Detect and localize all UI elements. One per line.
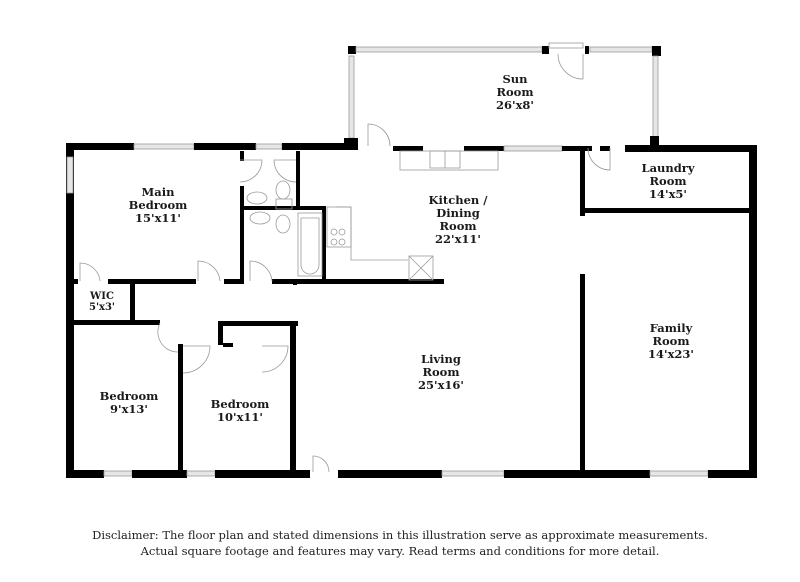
- sink-icon: [246, 191, 271, 225]
- door-swing-icon: [261, 345, 289, 373]
- room-name: Bedroom: [99, 389, 159, 403]
- room-label-wic: WIC 5'x3': [89, 291, 115, 313]
- room-label-family-room: Family Room 14'x23': [648, 322, 694, 361]
- room-dimensions: 10'x11': [217, 410, 263, 424]
- exterior-walls: [66, 136, 757, 478]
- room-label-laundry-room: Laundry Room 14'x5': [641, 162, 694, 201]
- door-swing-icon: [157, 322, 179, 353]
- room-dimensions: 25'x16': [418, 378, 464, 392]
- room-name: Room: [649, 174, 687, 188]
- toilet-icon: [275, 180, 293, 234]
- room-name: Family: [649, 321, 693, 335]
- interior-walls: [74, 151, 750, 474]
- room-name: WIC: [90, 291, 114, 302]
- room-dimensions: 22'x11': [435, 232, 481, 246]
- room-name: Main: [141, 185, 175, 199]
- room-label-kitchen-dining: Kitchen / Dining Room 22'x11': [429, 194, 488, 246]
- room-name: Bedroom: [210, 397, 270, 411]
- room-label-bedroom-3: Bedroom 10'x11': [211, 398, 270, 424]
- water-heater-icon: [408, 255, 434, 281]
- room-label-sun-room: Sun Room 26'x8': [496, 73, 534, 112]
- room-dimensions: 15'x11': [135, 211, 181, 225]
- bathtub-icon: [297, 212, 323, 277]
- room-name: Room: [439, 219, 477, 233]
- door-swing-icon: [312, 455, 330, 473]
- disclaimer-line-2: Actual square footage and features may v…: [140, 544, 660, 558]
- kitchen-counter-icon: [326, 150, 499, 261]
- room-label-main-bedroom: Main Bedroom 15'x11': [129, 186, 188, 225]
- room-label-bedroom-2: Bedroom 9'x13': [100, 390, 159, 416]
- room-name: Sun: [502, 72, 528, 86]
- room-dimensions: 14'x5': [649, 187, 687, 201]
- sun-room-walls: [348, 42, 661, 139]
- door-swing-icon: [587, 147, 611, 171]
- door-swing-icon: [79, 262, 101, 282]
- room-name: Laundry: [641, 161, 695, 175]
- disclaimer: Disclaimer: The floor plan and stated di…: [0, 527, 800, 559]
- room-name: Room: [422, 365, 460, 379]
- room-dimensions: 26'x8': [496, 98, 534, 112]
- fixtures: [246, 150, 499, 281]
- room-name: Dining: [436, 206, 480, 220]
- room-label-living-room: Living Room 25'x16': [418, 353, 464, 392]
- door-swing-icon: [197, 260, 221, 282]
- room-dimensions: 5'x3': [88, 302, 116, 313]
- room-dimensions: 9'x13': [110, 402, 148, 416]
- door-swing-icon: [367, 123, 391, 147]
- room-name: Living: [421, 352, 461, 366]
- room-name: Room: [496, 85, 534, 99]
- room-name: Room: [652, 334, 690, 348]
- room-dimensions: 14'x23': [648, 347, 694, 361]
- door-swing-icon: [557, 53, 584, 80]
- room-name: Kitchen /: [428, 193, 488, 207]
- door-swing-icon: [273, 159, 297, 183]
- door-swings: [79, 123, 611, 473]
- door-swing-icon: [249, 260, 273, 282]
- door-swing-icon: [239, 159, 263, 183]
- disclaimer-line-1: Disclaimer: The floor plan and stated di…: [92, 528, 708, 542]
- door-swing-icon: [182, 345, 211, 374]
- room-name: Bedroom: [128, 198, 188, 212]
